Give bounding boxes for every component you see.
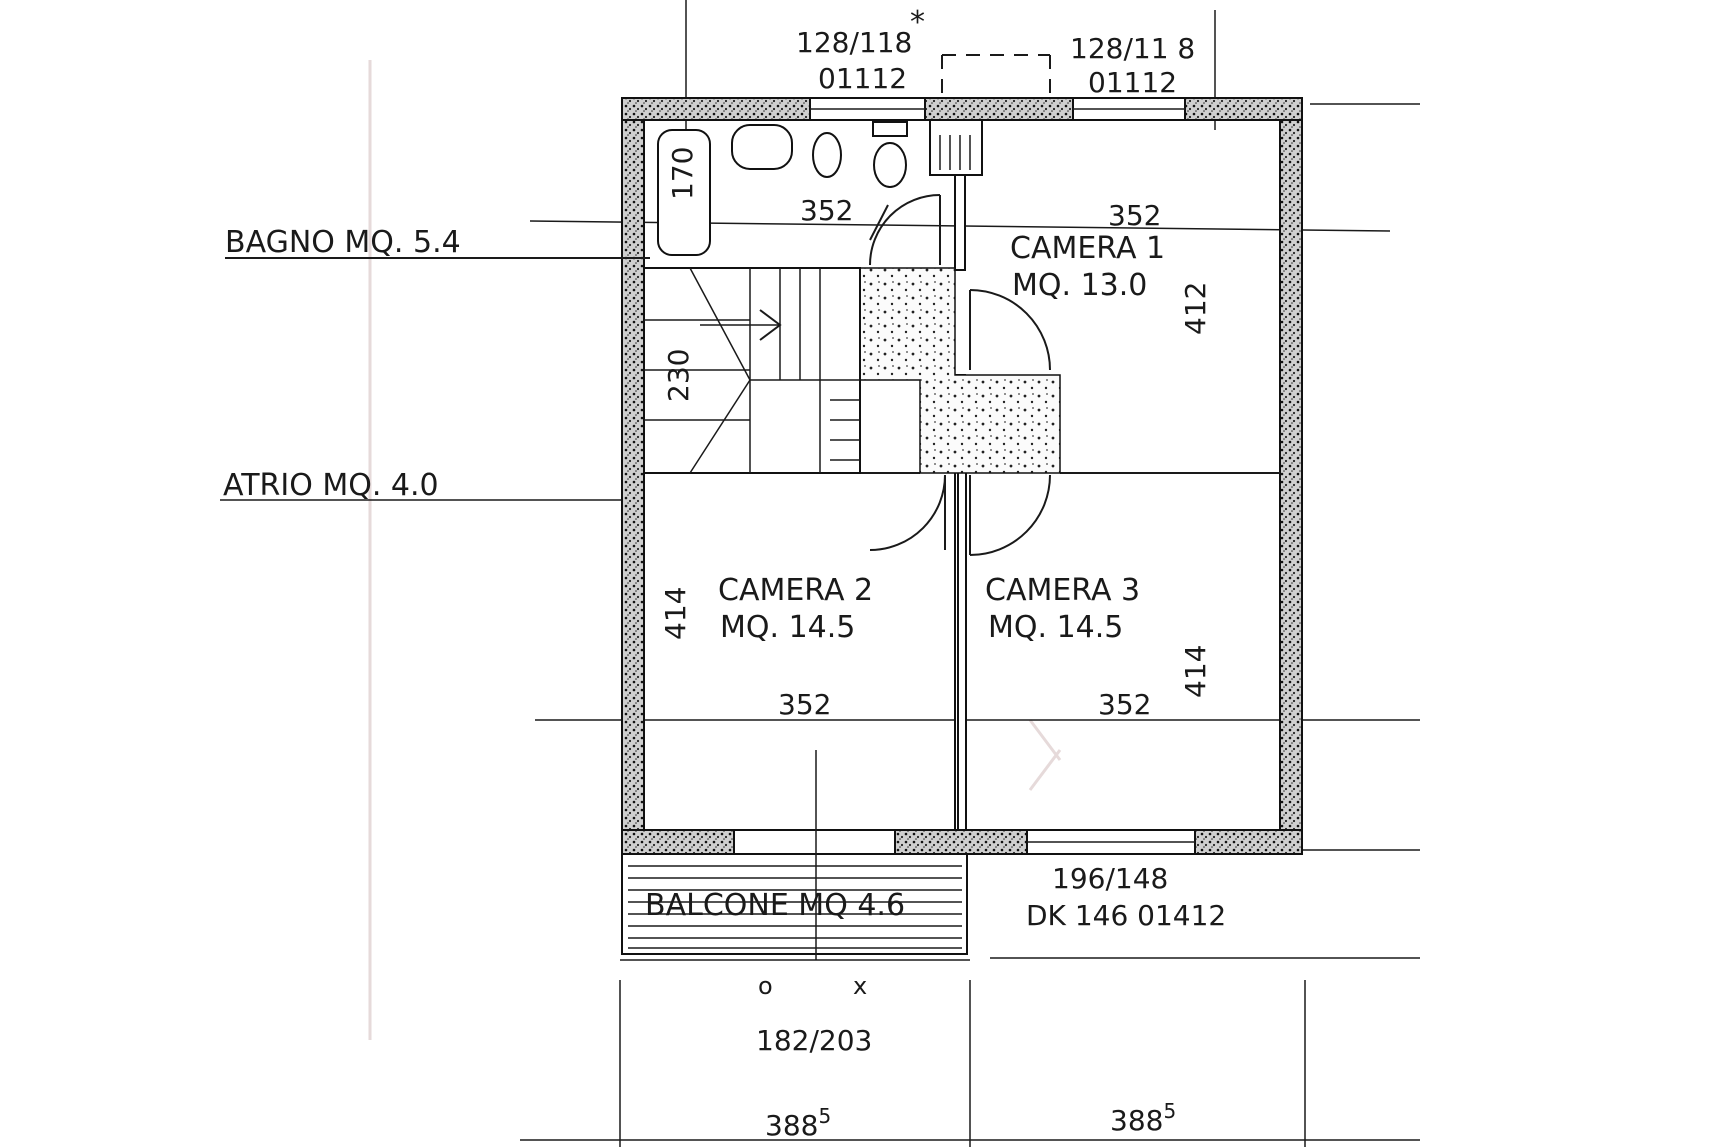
dim-stair-depth: 230 [662,349,695,402]
camera3-area: MQ. 14.5 [988,610,1123,645]
door-swings [869,194,1051,556]
window-bottom-right-code: DK 146 01412 [1026,899,1226,932]
window-top-right-size: 128/11 8 [1070,32,1195,65]
dim-camera3-width: 352 [1098,688,1151,721]
camera1-name: CAMERA 1 [1010,231,1165,266]
dim-camera1-width: 352 [1108,199,1161,232]
camera2-area: MQ. 14.5 [720,610,855,645]
door-size: 182/203 [756,1024,872,1057]
camera2-name: CAMERA 2 [718,573,873,608]
dim-camera1-depth: 412 [1179,282,1212,335]
window-top-right-code: 01112 [1088,66,1177,99]
bath-fixtures [657,119,983,256]
balcone-label: BALCONE MQ 4.6 [645,888,905,923]
dim-bath-width: 352 [800,194,853,227]
door-mark-o: o [758,972,773,1000]
camera3-name: CAMERA 3 [985,573,1140,608]
window-top-left-code: 01112 [818,62,907,95]
interior-walls [644,129,1280,831]
scan-background-marks [368,60,1062,1040]
bagno-label: BAGNO MQ. 5.4 [225,225,461,260]
dim-camera3-depth: 414 [1179,645,1212,698]
dim-camera2-width: 352 [778,688,831,721]
balcony [621,750,968,960]
door-mark-x: x [853,972,867,1000]
dim-bottom-left: 3885 [765,1104,831,1142]
camera1-area: MQ. 13.0 [1012,268,1147,303]
window-openings [733,97,1196,855]
dashed-window-detail [941,54,1051,98]
window-top-left-mark: * [910,5,925,40]
dim-bath-tub: 170 [666,147,699,200]
staircase [643,267,861,474]
atrio-label: ATRIO MQ. 4.0 [223,468,439,503]
window-bottom-right-size: 196/148 [1052,862,1168,895]
dim-camera2-depth: 414 [659,587,692,640]
dim-bottom-right: 3885 [1110,1099,1176,1137]
window-top-left-size: 128/118 [796,26,912,59]
